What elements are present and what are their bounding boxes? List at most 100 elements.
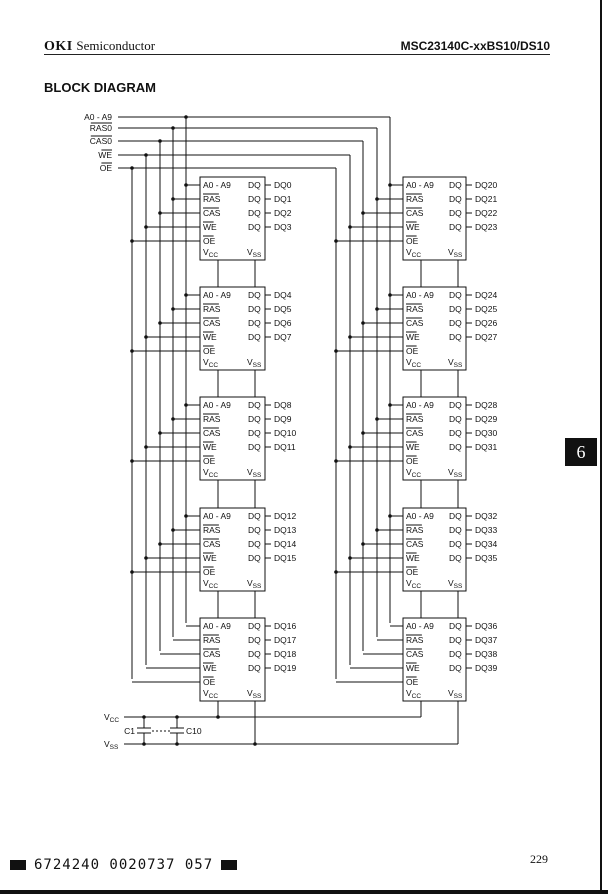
pin-oe: OE [203,677,216,687]
dq-output-dq16: DQ16 [274,621,296,631]
pin-dq: DQ [248,621,261,631]
dq-output-dq1: DQ1 [274,194,292,204]
junction-dot [184,183,188,187]
dq-output-dq23: DQ23 [475,222,497,232]
signal-label-2: CAS0 [90,136,112,146]
pin-dq: DQ [449,635,462,645]
junction-dot [348,556,352,560]
dq-output-dq14: DQ14 [274,539,296,549]
pin-we: WE [406,553,420,563]
dq-output-dq34: DQ34 [475,539,497,549]
pin-oe: OE [406,567,419,577]
pin-dq: DQ [248,318,261,328]
junction-dot [184,403,188,407]
pin-cas: CAS [406,539,424,549]
pin-ras: RAS [203,304,221,314]
dq-output-dq4: DQ4 [274,290,292,300]
vss-rail-label: VSS [104,739,119,751]
capacitor-label: C10 [186,726,202,736]
part-number: MSC23140C-xxBS10/DS10 [400,39,550,53]
junction-dot [171,197,175,201]
section-title: BLOCK DIAGRAM [44,80,156,95]
pin-we: WE [203,663,217,673]
signal-label-0: A0 - A9 [84,112,112,122]
pin-cas: CAS [406,318,424,328]
junction-dot [361,211,365,215]
left-chip-4 [199,617,266,702]
capacitor-label: C1 [124,726,135,736]
dq-output-dq36: DQ36 [475,621,497,631]
dq-output-dq6: DQ6 [274,318,292,328]
signal-label-4: OE [100,163,113,173]
junction-dot [144,225,148,229]
dq-output-dq3: DQ3 [274,222,292,232]
pin-ras: RAS [406,635,424,645]
junction-dot [171,528,175,532]
junction-dot [171,417,175,421]
pin-dq: DQ [248,290,261,300]
pin-dq: DQ [248,539,261,549]
junction-dot [361,321,365,325]
pin-we: WE [203,442,217,452]
page-bottom-edge [0,890,608,894]
dq-output-dq24: DQ24 [475,290,497,300]
barcode-mark-left [10,860,26,870]
junction-dot [130,239,134,243]
pin-dq: DQ [248,525,261,535]
junction-dot [158,431,162,435]
right-chip-1 [402,286,467,371]
junction-dot [130,349,134,353]
junction-dot [175,742,179,746]
pin-dq: DQ [248,180,261,190]
pin-a0a9: A0 - A9 [203,400,231,410]
pin-a0a9: A0 - A9 [406,290,434,300]
dq-output-dq5: DQ5 [274,304,292,314]
junction-dot [388,403,392,407]
pin-dq: DQ [248,428,261,438]
junction-dot [175,715,179,719]
pin-cas: CAS [203,539,221,549]
junction-dot [158,211,162,215]
pin-oe: OE [406,456,419,466]
pin-dq: DQ [449,180,462,190]
pin-dq: DQ [449,208,462,218]
pin-we: WE [203,553,217,563]
pin-a0a9: A0 - A9 [406,400,434,410]
right-chip-3 [402,507,467,592]
dq-output-dq29: DQ29 [475,414,497,424]
junction-dot [130,459,134,463]
pin-cas: CAS [203,208,221,218]
dq-output-dq17: DQ17 [274,635,296,645]
pin-dq: DQ [248,208,261,218]
dq-output-dq13: DQ13 [274,525,296,535]
pin-oe: OE [406,677,419,687]
junction-dot [375,307,379,311]
junction-dot [348,335,352,339]
pin-dq: DQ [449,414,462,424]
junction-dot [142,742,146,746]
pin-dq: DQ [449,290,462,300]
pin-dq: DQ [449,442,462,452]
pin-dq: DQ [449,318,462,328]
pin-dq: DQ [449,539,462,549]
pin-ras: RAS [406,525,424,535]
pin-ras: RAS [406,304,424,314]
dq-output-dq20: DQ20 [475,180,497,190]
pin-dq: DQ [449,428,462,438]
pin-a0a9: A0 - A9 [203,290,231,300]
pin-dq: DQ [248,304,261,314]
pin-ras: RAS [203,635,221,645]
pin-ras: RAS [203,194,221,204]
pin-dq: DQ [449,525,462,535]
pin-a0a9: A0 - A9 [203,180,231,190]
dq-output-dq26: DQ26 [475,318,497,328]
junction-dot [130,570,134,574]
dq-output-dq35: DQ35 [475,553,497,563]
pin-ras: RAS [203,414,221,424]
junction-dot [334,239,338,243]
junction-dot [348,445,352,449]
junction-dot [171,307,175,311]
pin-we: WE [406,332,420,342]
dq-output-dq15: DQ15 [274,553,296,563]
